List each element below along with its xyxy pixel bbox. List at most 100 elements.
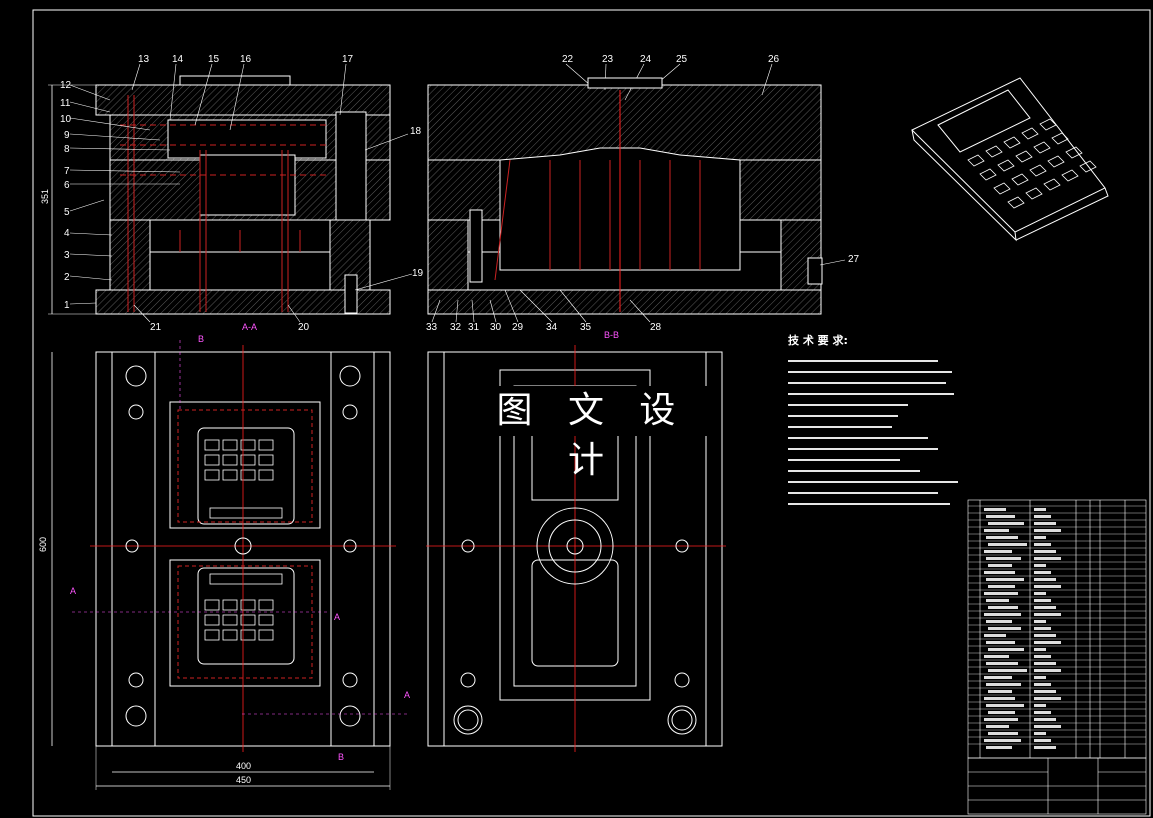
svg-text:27: 27 (848, 254, 860, 265)
watermark-text: 图 文 设 计 (472, 386, 712, 481)
parts-list-entry (984, 634, 1006, 637)
parts-list-material (1034, 620, 1046, 623)
parts-list-material (1034, 508, 1046, 511)
svg-text:9: 9 (64, 130, 70, 141)
parts-list-material (1034, 697, 1061, 700)
svg-text:12: 12 (60, 80, 72, 91)
svg-text:15: 15 (208, 54, 220, 65)
parts-list-material (1034, 592, 1046, 595)
parts-list-entry (984, 655, 1009, 658)
svg-text:6: 6 (64, 180, 70, 191)
svg-text:17: 17 (342, 54, 354, 65)
parts-list-entry (986, 599, 1009, 602)
tech-requirements-title: 技 术 要 求: (788, 334, 848, 347)
svg-text:14: 14 (172, 54, 184, 65)
parts-list-material (1034, 683, 1051, 686)
parts-list-entry (986, 704, 1024, 707)
svg-text:26: 26 (768, 54, 780, 65)
technical-requirements: 技 术 要 求: (788, 332, 958, 514)
marker-b-top: B (198, 334, 204, 344)
svg-text:2: 2 (64, 272, 70, 283)
part-numbers-top: 13 14 15 16 17 22 23 24 25 26 (138, 54, 780, 65)
drawing-frame (32, 9, 1151, 817)
parts-list-entry (984, 739, 1021, 742)
parts-list-rows (968, 505, 1146, 749)
parts-list-entry (988, 711, 1015, 714)
parts-list-entry (988, 522, 1024, 525)
marker-a-right: A (404, 690, 410, 700)
calculator-isometric (911, 77, 1109, 242)
parts-list-material (1034, 648, 1046, 651)
parts-list-entry (984, 613, 1021, 616)
parts-list-material (1034, 732, 1046, 735)
parts-list-entry (984, 508, 1006, 511)
parts-list-entry (986, 662, 1018, 665)
svg-text:35: 35 (580, 322, 592, 333)
parts-list-entry (984, 718, 1018, 721)
marker-a-left: A (70, 586, 76, 596)
svg-text:21: 21 (150, 322, 162, 333)
section-view-aa: 351 (40, 75, 391, 315)
marker-b-bottom: B (338, 752, 344, 762)
parts-list-entry (988, 585, 1015, 588)
parts-list-entry (984, 592, 1018, 595)
parts-list-material (1034, 718, 1056, 721)
parts-list-entry (984, 697, 1015, 700)
svg-text:31: 31 (468, 322, 480, 333)
parts-list-entry (986, 536, 1018, 539)
parts-list-entry (986, 725, 1009, 728)
part-numbers-bottom: 21 20 33 32 31 30 29 34 35 28 (150, 322, 662, 333)
part-numbers-right: 18 19 27 (410, 126, 860, 279)
parts-list-entry (986, 683, 1021, 686)
svg-text:19: 19 (412, 268, 424, 279)
parts-list-entry (984, 571, 1015, 574)
parts-list-material (1034, 571, 1051, 574)
parts-list-material (1034, 655, 1051, 658)
svg-text:24: 24 (640, 54, 652, 65)
leader-lines-left (69, 84, 181, 305)
parts-list-entry (984, 676, 1012, 679)
parts-list-material (1034, 543, 1051, 546)
parts-list-entry (988, 564, 1012, 567)
parts-list-entry (986, 578, 1024, 581)
parts-list-entry (988, 627, 1021, 630)
parts-list-entry (984, 529, 1009, 532)
parts-list-material (1034, 536, 1046, 539)
parts-list-material (1034, 634, 1056, 637)
svg-text:25: 25 (676, 54, 688, 65)
svg-text:5: 5 (64, 207, 70, 218)
parts-list-material (1034, 613, 1061, 616)
parts-list-entry (986, 557, 1021, 560)
svg-text:3: 3 (64, 250, 70, 261)
parts-list-entry (986, 641, 1015, 644)
svg-text:22: 22 (562, 54, 574, 65)
svg-text:16: 16 (240, 54, 252, 65)
parts-list-material (1034, 669, 1061, 672)
parts-list-material (1034, 662, 1056, 665)
parts-list-entry (988, 606, 1018, 609)
parts-list-material (1034, 690, 1056, 693)
svg-text:32: 32 (450, 322, 462, 333)
parts-list-material (1034, 746, 1056, 749)
svg-text:20: 20 (298, 322, 310, 333)
dim-outer-width: 450 (236, 775, 251, 785)
svg-text:23: 23 (602, 54, 614, 65)
parts-list-material (1034, 515, 1051, 518)
dim-inner-width: 400 (236, 761, 251, 771)
parts-list-entry (988, 690, 1012, 693)
parts-list-entry (988, 543, 1027, 546)
dim-plan-height: 600 (38, 537, 48, 552)
svg-text:28: 28 (650, 322, 662, 333)
svg-text:18: 18 (410, 126, 422, 137)
parts-list-material (1034, 557, 1061, 560)
part-numbers-left: 1 2 3 4 5 6 7 8 9 10 11 12 (60, 80, 72, 311)
section-label-bb: B-B (604, 330, 619, 340)
parts-list (967, 499, 1147, 759)
parts-list-entry (986, 746, 1012, 749)
svg-text:13: 13 (138, 54, 150, 65)
parts-list-material (1034, 704, 1046, 707)
svg-text:33: 33 (426, 322, 438, 333)
parts-list-entry (988, 648, 1024, 651)
svg-text:7: 7 (64, 166, 70, 177)
